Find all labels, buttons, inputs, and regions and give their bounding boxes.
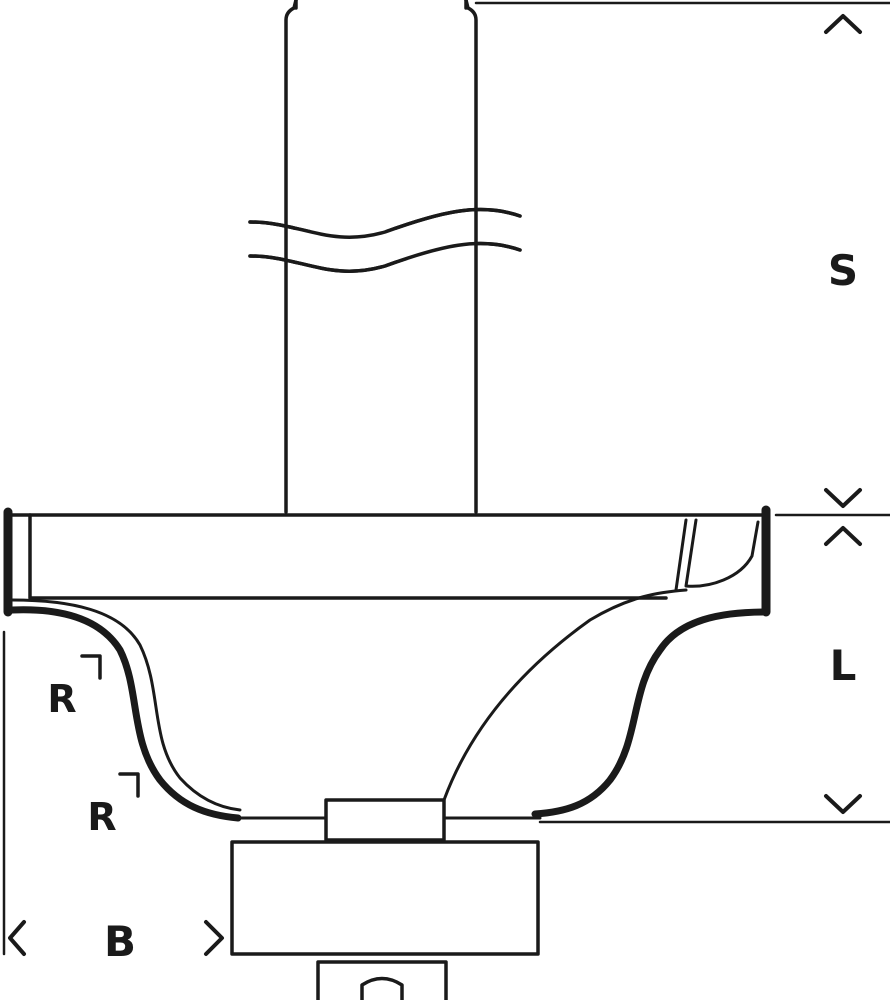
label-radius-upper: R: [47, 677, 76, 721]
s-arrow-top: [824, 14, 862, 34]
label-b: B: [104, 917, 136, 966]
bearing: [230, 798, 540, 1000]
l-arrow-top: [824, 526, 862, 546]
l-arrow-bottom: [824, 794, 862, 814]
cutter-body: [3, 505, 771, 822]
radius-marks: [80, 654, 140, 798]
label-radius-lower: R: [87, 795, 116, 839]
b-arrow-right: [204, 920, 224, 956]
s-arrow-bottom: [824, 488, 862, 508]
radius-upper-arrow: [80, 654, 102, 680]
shank-break-mark: [248, 207, 522, 273]
label-s: S: [828, 246, 858, 295]
dimension-lines: [2, 1, 890, 956]
shank: [284, 0, 478, 514]
dimension-arrows: [8, 14, 862, 956]
label-l: L: [830, 641, 857, 690]
b-arrow-left: [8, 920, 26, 956]
radius-lower-arrow: [118, 772, 140, 798]
